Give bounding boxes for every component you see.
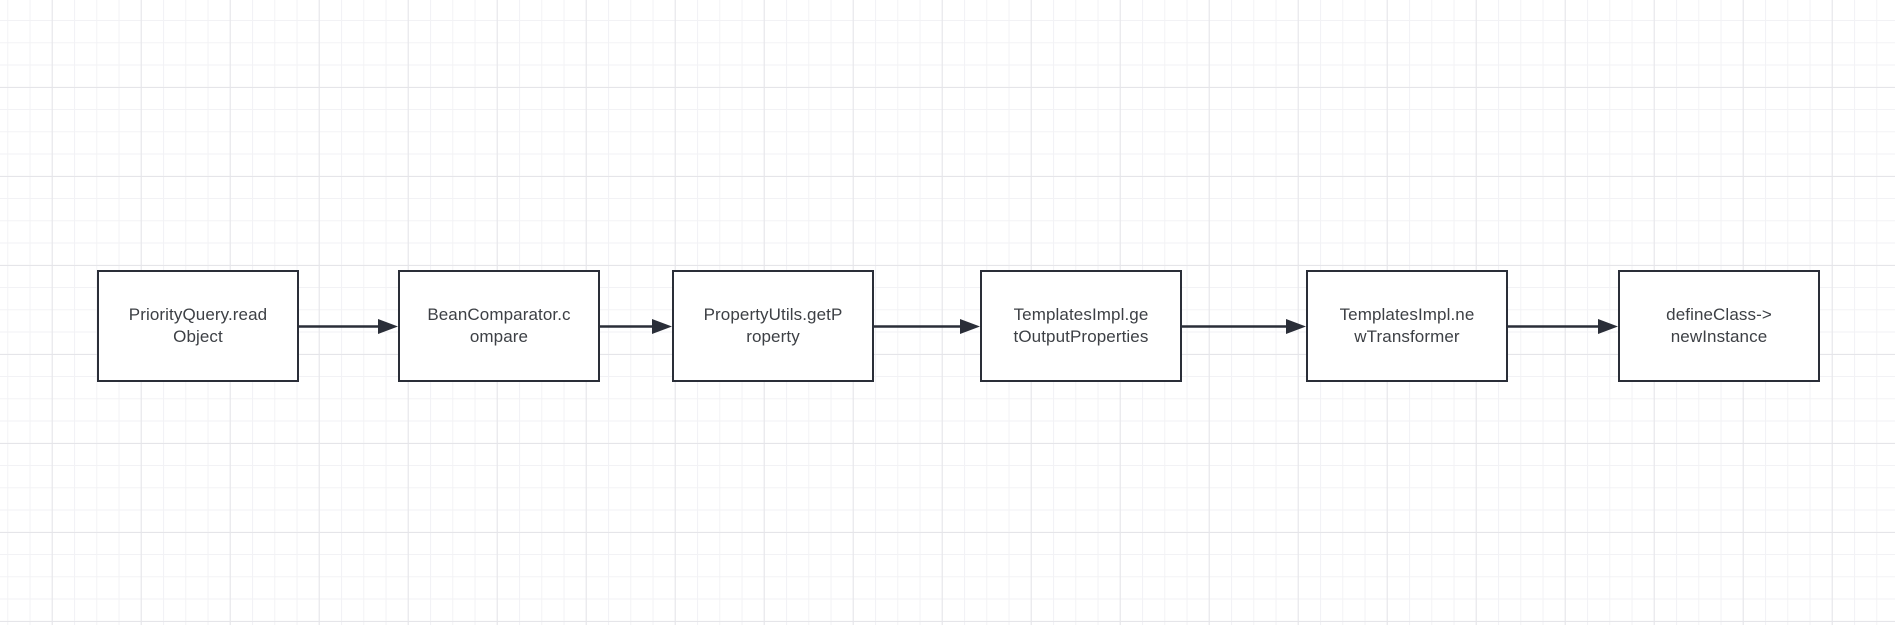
connector-arrow[interactable]	[600, 319, 672, 334]
node-label-line: tOutputProperties	[1013, 327, 1149, 346]
connector-arrow[interactable]	[1508, 319, 1618, 334]
node-beancomparator-compare[interactable]: BeanComparator.c ompare	[398, 270, 600, 382]
node-label-line: BeanComparator.c	[427, 305, 571, 324]
node-label: TemplatesImpl.ne wTransformer	[1340, 304, 1475, 348]
node-label-line: wTransformer	[1354, 327, 1460, 346]
connector-arrow[interactable]	[1182, 319, 1306, 334]
node-label-line: PropertyUtils.getP	[703, 305, 843, 324]
node-label: PriorityQuery.read Object	[129, 304, 267, 348]
connector-arrow[interactable]	[874, 319, 980, 334]
node-label-line: roperty	[746, 327, 800, 346]
node-templatesimpl-newtransformer[interactable]: TemplatesImpl.ne wTransformer	[1306, 270, 1508, 382]
node-label: PropertyUtils.getP roperty	[704, 304, 843, 348]
node-propertyutils-getproperty[interactable]: PropertyUtils.getP roperty	[672, 270, 874, 382]
node-label-line: TemplatesImpl.ne	[1339, 305, 1475, 324]
node-label-line: TemplatesImpl.ge	[1013, 305, 1149, 324]
node-label-line: Object	[173, 327, 223, 346]
node-label-line: ompare	[469, 327, 529, 346]
node-priorityquery-readobject[interactable]: PriorityQuery.read Object	[97, 270, 299, 382]
node-defineclass-newinstance[interactable]: defineClass-> newInstance	[1618, 270, 1820, 382]
node-label: TemplatesImpl.ge tOutputProperties	[1014, 304, 1149, 348]
connector-arrow[interactable]	[299, 319, 398, 334]
node-label-line: newInstance	[1670, 327, 1768, 346]
node-templatesimpl-getoutputproperties[interactable]: TemplatesImpl.ge tOutputProperties	[980, 270, 1182, 382]
node-label-line: defineClass->	[1666, 305, 1772, 324]
node-label-line: PriorityQuery.read	[128, 305, 268, 324]
node-label: BeanComparator.c ompare	[427, 304, 570, 348]
node-label: defineClass-> newInstance	[1666, 304, 1772, 348]
